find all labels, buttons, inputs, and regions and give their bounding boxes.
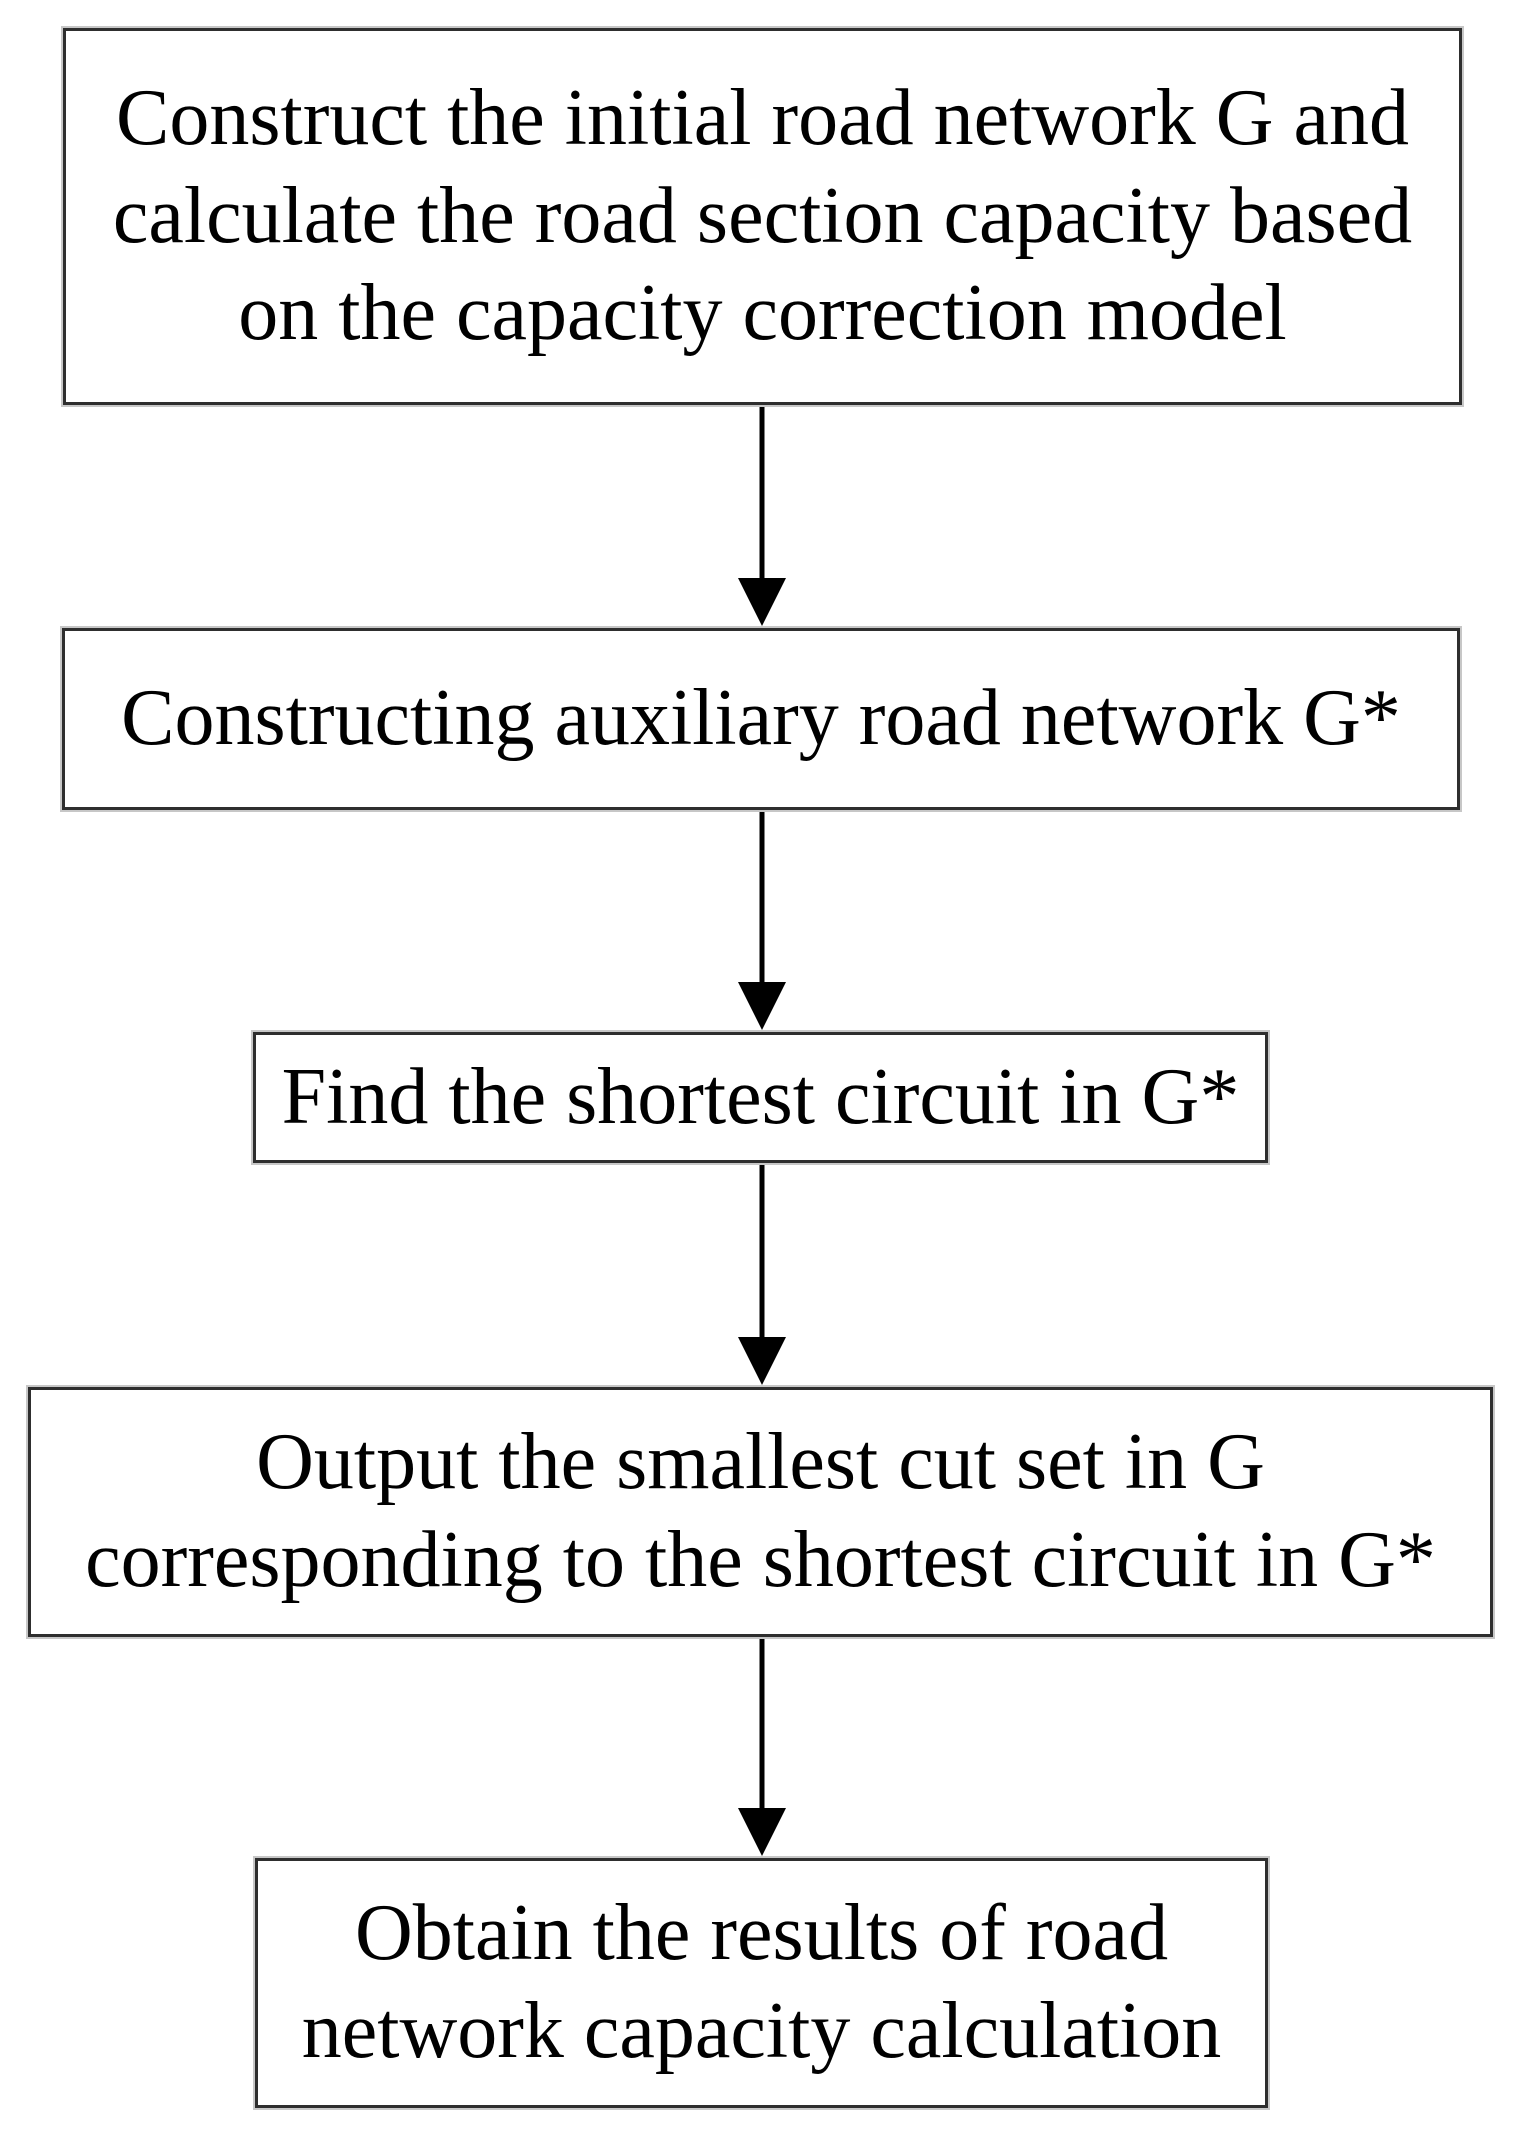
flow-arrow-down-3: [738, 1165, 786, 1385]
process-box-obtain-results: Obtain the results of road network capac…: [255, 1858, 1268, 2108]
process-box-output-smallest-cut-set: Output the smallest cut set in G corresp…: [28, 1387, 1493, 1637]
box-text-line: corresponding to the shortest circuit in…: [85, 1516, 1436, 1604]
arrowhead-down-icon: [738, 982, 786, 1030]
box-text-line: Output the smallest cut set in G: [256, 1418, 1265, 1507]
flow-arrow-down-1: [738, 407, 786, 626]
arrow-shaft: [759, 407, 765, 582]
process-box-find-shortest-circuit: Find the shortest circuit in G*: [253, 1032, 1268, 1163]
flow-arrow-down-4: [738, 1639, 786, 1856]
arrow-shaft: [759, 1165, 765, 1341]
arrow-shaft: [759, 1639, 765, 1812]
box-text-line: Constructing auxiliary road network G*: [121, 674, 1401, 763]
box-text-line: Find the shortest circuit in G*: [281, 1052, 1240, 1141]
flow-arrow-down-2: [738, 812, 786, 1030]
arrowhead-down-icon: [738, 578, 786, 626]
box-text-line: Construct the initial road network G and: [115, 74, 1410, 163]
process-box-construct-initial-network: Construct the initial road network G and…: [63, 28, 1462, 405]
box-text-line: on the capacity correction model: [238, 269, 1287, 358]
box-text-line: network capacity calculation: [301, 1987, 1222, 2075]
arrowhead-down-icon: [738, 1337, 786, 1385]
arrow-shaft: [759, 812, 765, 986]
box-text-line: Obtain the results of road: [354, 1889, 1169, 1978]
process-box-construct-auxiliary-network: Constructing auxiliary road network G*: [62, 628, 1460, 810]
box-text-line: calculate the road section capacity base…: [112, 171, 1413, 260]
arrowhead-down-icon: [738, 1808, 786, 1856]
